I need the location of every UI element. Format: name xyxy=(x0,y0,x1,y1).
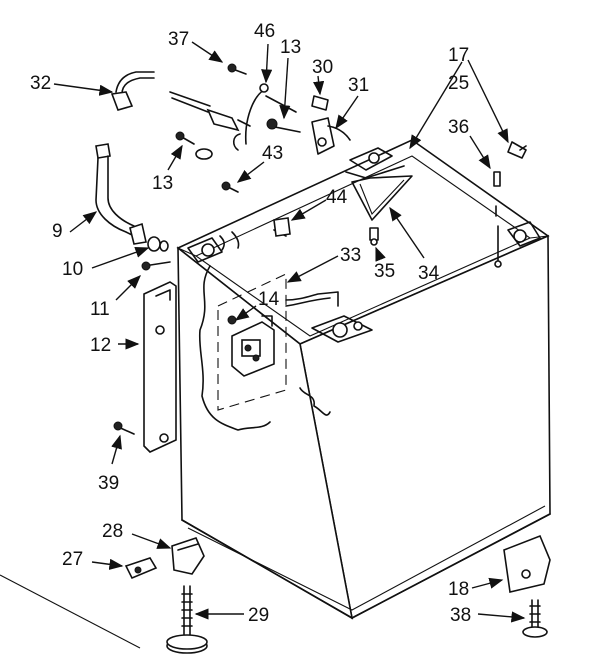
callout-32: 32 xyxy=(30,73,52,94)
callout-12: 12 xyxy=(90,335,112,356)
callout-29: 29 xyxy=(248,605,270,626)
callout-44: 44 xyxy=(326,187,348,208)
callout-17: 17 xyxy=(448,45,470,66)
callout-10: 10 xyxy=(62,259,84,280)
callout-9: 9 xyxy=(52,221,63,242)
leveling-parts xyxy=(124,537,205,580)
callout-18: 18 xyxy=(448,579,470,600)
callout-30: 30 xyxy=(312,57,334,78)
callout-13-left: 13 xyxy=(152,173,174,194)
callout-13-top: 13 xyxy=(280,37,302,58)
callout-37: 37 xyxy=(168,29,190,50)
screws xyxy=(175,63,527,237)
callout-36: 36 xyxy=(448,117,470,138)
callout-11: 11 xyxy=(90,299,110,320)
callout-25: 25 xyxy=(448,73,470,94)
foot-29 xyxy=(166,585,208,654)
cabinet xyxy=(176,139,551,620)
hose-9 xyxy=(95,143,171,271)
panel-18 xyxy=(503,534,551,638)
callout-43: 43 xyxy=(262,143,284,164)
callout-46: 46 xyxy=(254,21,276,42)
leader-lines xyxy=(53,41,526,623)
cutaway xyxy=(198,265,339,431)
callout-39: 39 xyxy=(98,473,120,494)
callout-34: 34 xyxy=(418,263,440,284)
callout-28: 28 xyxy=(102,521,124,542)
callout-31: 31 xyxy=(348,75,370,96)
page-edge-line xyxy=(0,574,141,649)
callout-35: 35 xyxy=(374,261,396,282)
callout-27: 27 xyxy=(62,549,84,570)
valve-parts xyxy=(195,83,351,160)
top-hardware xyxy=(187,147,541,343)
callout-14: 14 xyxy=(258,289,280,310)
bracket-12 xyxy=(113,281,177,453)
hose-32 xyxy=(110,71,211,113)
callout-33: 33 xyxy=(340,245,362,266)
callout-38: 38 xyxy=(450,605,472,626)
